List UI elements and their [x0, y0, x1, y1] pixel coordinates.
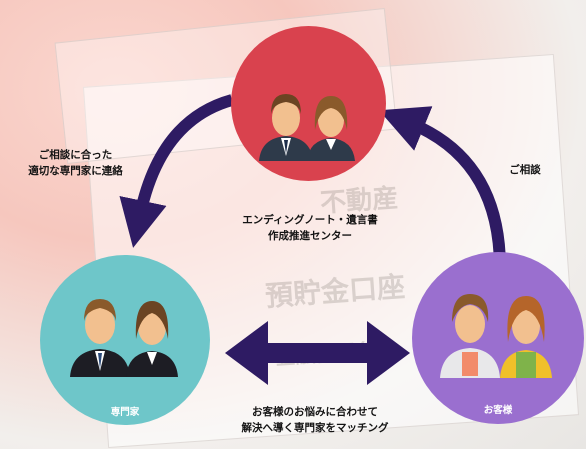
expert-node-label: 専門家 [110, 407, 140, 418]
people-icon [440, 294, 552, 378]
node-center [231, 26, 386, 181]
node-expert [40, 255, 210, 425]
edge-label-line2: 解決へ導く専門家をマッチング [241, 422, 389, 434]
arrow-matching [225, 321, 410, 385]
people-icon [70, 299, 178, 377]
edge-label-line1: ご相談に合った [38, 149, 113, 161]
edge-label-matching: お客様のお悩みに合わせて 解決へ導く専門家をマッチング [200, 404, 430, 436]
arrow-center-to-expert [119, 94, 234, 248]
edge-label-customer-to-center: ご相談 [509, 164, 541, 176]
edge-label-line2: 適切な専門家に連絡 [28, 165, 123, 177]
customer-node-label: お客様 [483, 405, 513, 416]
center-label-line1: エンディングノート・遺言書 [242, 214, 378, 226]
center-node-label: エンディングノート・遺言書 作成推進センター [210, 212, 410, 244]
node-customer [412, 252, 584, 424]
edge-label-line1: お客様のお悩みに合わせて [252, 406, 378, 418]
center-label-line2: 作成推進センター [268, 230, 352, 242]
edge-label-center-to-expert: ご相談に合った 適切な専門家に連絡 [18, 147, 133, 179]
people-icon [259, 94, 355, 161]
arrow-customer-to-center [378, 106, 506, 269]
